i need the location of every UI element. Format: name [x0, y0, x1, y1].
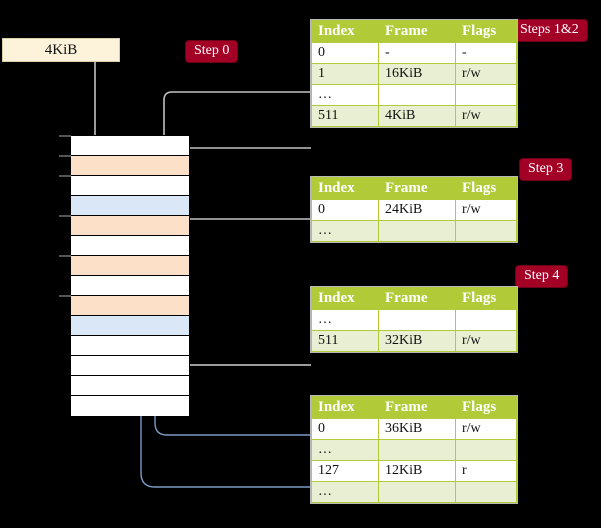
memory-frame-row [59, 155, 189, 176]
memory-row-tick [59, 255, 71, 257]
table-cell-frame [378, 220, 456, 242]
column-header-index: Index [311, 396, 379, 419]
table-row: 0-- [311, 42, 517, 64]
link-memory-to-table1-row0 [155, 330, 311, 436]
table-cell-frame: 32KiB [378, 330, 456, 352]
column-header-frame: Frame [378, 177, 456, 200]
table-cell-flags: r/w [455, 418, 517, 440]
badge-step-4: Step 4 [516, 266, 568, 288]
table-cell-index: 127 [311, 460, 379, 482]
table-row: … [311, 84, 517, 106]
column-header-flags: Flags [455, 177, 517, 200]
physical-memory-column [59, 135, 190, 416]
memory-row-tick [59, 135, 71, 137]
table-cell-flags [455, 439, 517, 461]
table-row: … [311, 309, 517, 331]
table-cell-index: … [311, 309, 379, 331]
memory-frame-row [71, 396, 189, 416]
memory-frame-row [59, 175, 189, 196]
badge-steps-1-2: Steps 1&2 [512, 20, 587, 42]
table-cell-frame: 12KiB [378, 460, 456, 482]
memory-frame-row [71, 356, 189, 376]
column-header-flags: Flags [455, 287, 517, 310]
table-cell-index: … [311, 220, 379, 242]
badge-step-3: Step 3 [520, 159, 572, 181]
table-cell-frame: 36KiB [378, 418, 456, 440]
table-cell-index: 0 [311, 199, 379, 221]
table-row: … [311, 439, 517, 461]
table-cell-flags [455, 84, 517, 106]
table-cell-index: … [311, 84, 379, 106]
table-cell-frame [378, 481, 456, 503]
virtual-address-box: 4KiB [2, 38, 120, 62]
table-cell-frame: 4KiB [378, 105, 456, 127]
memory-frame-row [59, 255, 189, 276]
link-table4-to-memory [164, 91, 311, 250]
column-header-flags: Flags [455, 396, 517, 419]
link-memory-to-table1-row127 [141, 210, 311, 488]
memory-frame-row [71, 336, 189, 356]
table-cell-flags: - [455, 42, 517, 64]
link-table3-to-memory [178, 218, 311, 255]
table-cell-flags: r/w [455, 105, 517, 127]
column-header-index: Index [311, 287, 379, 310]
table-cell-flags [455, 309, 517, 331]
memory-frame-row [71, 196, 189, 216]
table-row: … [311, 220, 517, 242]
table-row: … [311, 481, 517, 503]
virtual-address-label: 4KiB [44, 41, 78, 58]
table-cell-flags: r/w [455, 63, 517, 85]
column-header-frame: Frame [378, 287, 456, 310]
memory-row-tick [59, 215, 71, 217]
badge-step-0: Step 0 [186, 41, 238, 63]
memory-row-tick [59, 155, 71, 157]
memory-frame-row [71, 316, 189, 336]
table-cell-index: … [311, 481, 379, 503]
memory-row-tick [59, 175, 71, 177]
memory-frame-row [59, 215, 189, 236]
table-cell-flags [455, 481, 517, 503]
table-cell-frame [378, 309, 456, 331]
table-cell-frame: 24KiB [378, 199, 456, 221]
table-cell-index: 511 [311, 330, 379, 352]
table-cell-frame: 16KiB [378, 63, 456, 85]
memory-frame-row [59, 295, 189, 316]
table-cell-frame [378, 439, 456, 461]
table-cell-index: … [311, 439, 379, 461]
table-cell-frame [378, 84, 456, 106]
column-header-index: Index [311, 177, 379, 200]
memory-row-tick [59, 295, 71, 297]
table-cell-flags: r/w [455, 199, 517, 221]
memory-frame-row [71, 276, 189, 296]
table-cell-flags [455, 220, 517, 242]
table-cell-index: 0 [311, 418, 379, 440]
column-header-flags: Flags [455, 20, 517, 43]
column-header-frame: Frame [378, 396, 456, 419]
table-cell-index: 0 [311, 42, 379, 64]
memory-frame-row [71, 376, 189, 396]
column-header-frame: Frame [378, 20, 456, 43]
table-cell-flags: r/w [455, 330, 517, 352]
table-cell-frame: - [378, 42, 456, 64]
column-header-index: Index [311, 20, 379, 43]
memory-frame-row [71, 236, 189, 256]
table-cell-flags: r [455, 460, 517, 482]
table-cell-index: 1 [311, 63, 379, 85]
table-cell-index: 511 [311, 105, 379, 127]
memory-frame-row [59, 135, 189, 156]
